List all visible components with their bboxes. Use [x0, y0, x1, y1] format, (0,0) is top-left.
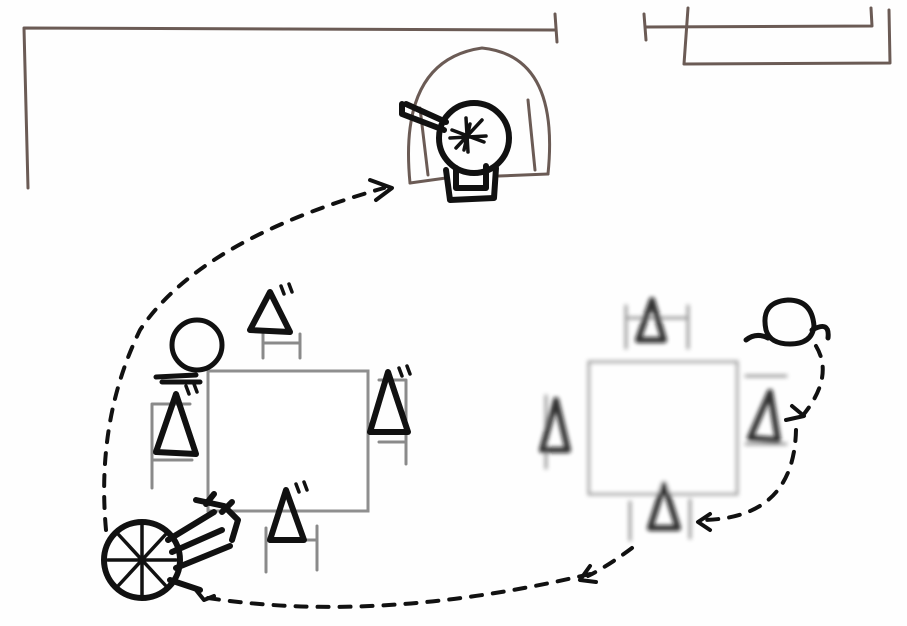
- guest-left-mark: [184, 382, 199, 396]
- route-right-table-loop: [802, 344, 825, 416]
- right-guest-right-icon: [747, 389, 781, 443]
- guest-left-icon: [153, 391, 199, 457]
- carrying-waiter-hair-icon: [106, 522, 178, 598]
- left-table-group: [150, 282, 412, 574]
- chair-right-right-table: [744, 374, 788, 446]
- route-to-bottom-path: [586, 546, 634, 578]
- waiter-arm: [399, 101, 449, 133]
- serving-counter: [682, 6, 892, 66]
- waiter-hair-icon: [448, 116, 488, 154]
- left-table: [206, 369, 370, 513]
- waiter-hands-right-table: [743, 323, 831, 343]
- route-right-to-bottom: [698, 428, 798, 522]
- route-bottom: [206, 572, 592, 609]
- waiter-body-left-table: [153, 372, 203, 385]
- waiter-tray: [443, 163, 499, 203]
- right-table: [587, 360, 739, 496]
- right-guest-left-icon: [539, 397, 571, 453]
- right-wall: [644, 6, 874, 29]
- carried-dishes: [193, 491, 241, 543]
- carrying-waiter-arm: [165, 509, 233, 593]
- guest-right-mark: [397, 364, 412, 378]
- route-arrow-bottom: [194, 588, 216, 602]
- chair-top-left-table: [261, 332, 302, 360]
- waiter-head: [436, 100, 512, 176]
- room-walls: [22, 6, 892, 190]
- station-left-side: [418, 106, 430, 177]
- carrying-waiter-head: [101, 519, 183, 601]
- waiter-right-table: [743, 297, 831, 347]
- left-wall: [22, 26, 557, 190]
- route-arrow-down: [578, 564, 598, 584]
- route-arrow-bottom-guest: [696, 512, 712, 532]
- guest-top-mark: [279, 282, 294, 296]
- door-jamb-left: [553, 12, 559, 44]
- route-kitchen-to-left-table: [102, 186, 386, 532]
- service-route: [102, 178, 825, 609]
- guest-right-icon: [367, 369, 411, 435]
- right-guest-top-icon: [635, 297, 667, 343]
- station-floor: [408, 172, 550, 185]
- chair-bottom-right-table: [628, 498, 692, 542]
- guest-top-icon: [247, 289, 293, 335]
- route-arrow-to-kitchen: [368, 178, 394, 202]
- waiter-head-left-table: [169, 317, 225, 373]
- waiter-carrying: [101, 491, 241, 601]
- waiter-at-kitchen: [399, 100, 512, 203]
- station-right-side: [526, 98, 537, 172]
- guest-bottom-mark: [294, 480, 309, 494]
- right-table-group: [539, 297, 788, 542]
- route-arrow-right-guest: [784, 404, 806, 422]
- right-guest-bottom-icon: [647, 481, 681, 531]
- guest-bottom-icon: [267, 487, 307, 543]
- waiter-head-right-table: [762, 297, 817, 347]
